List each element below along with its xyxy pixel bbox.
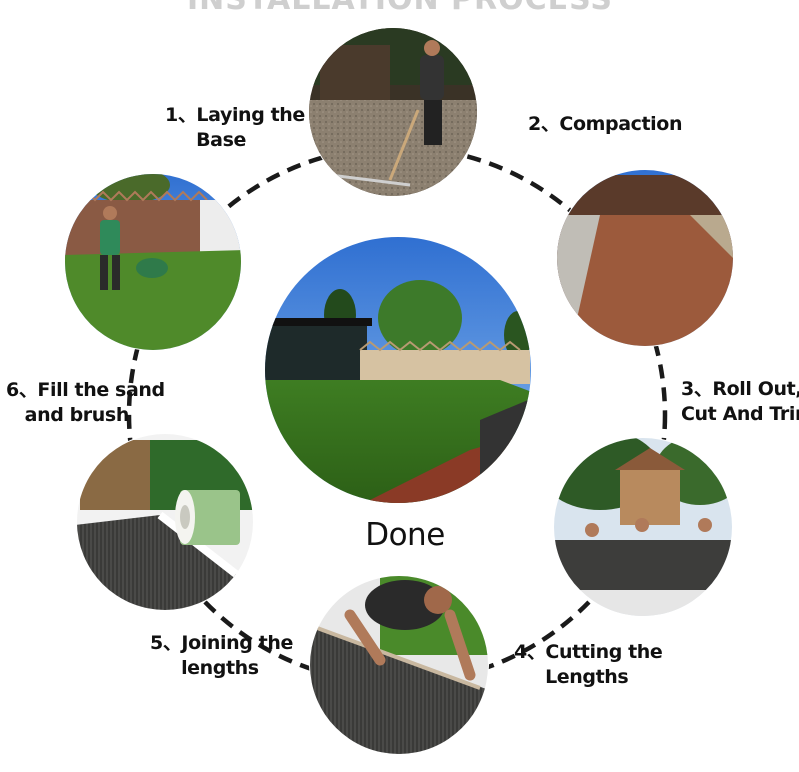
- done-label: Done: [365, 517, 445, 553]
- step-4-label: 4、Cutting the Lengths: [514, 641, 663, 688]
- step-5-label: 5、Joining the lengths: [150, 632, 293, 679]
- step-6-label: 6、Fill the sand and brush: [6, 379, 165, 426]
- step2-photo: [556, 169, 734, 347]
- step3-photo: [553, 437, 733, 617]
- step4-photo: [309, 575, 489, 755]
- step-2-label: 2、Compaction: [528, 113, 683, 135]
- step5-photo: [76, 433, 254, 611]
- diagram-title: INSTALLATION PROCESS: [180, 0, 620, 17]
- done-photo: [263, 235, 533, 505]
- step6-photo: [64, 173, 242, 351]
- step1-photo: [308, 27, 478, 197]
- step-3-label: 3、Roll Out, Cut And Trim: [681, 378, 799, 425]
- step-1-label: 1、Laying the Base: [165, 104, 305, 151]
